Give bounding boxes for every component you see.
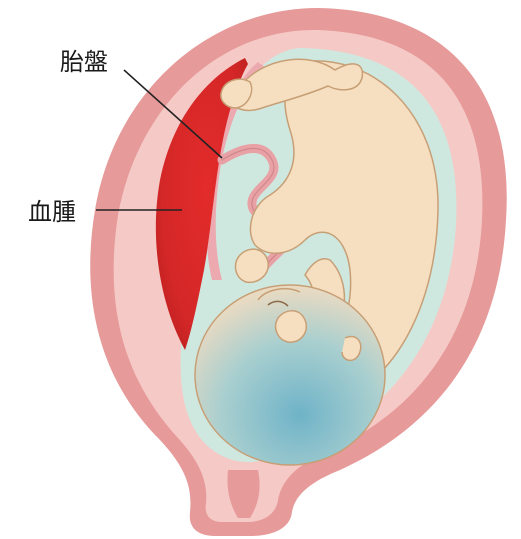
fetus-ear bbox=[342, 336, 361, 360]
fetus-knee bbox=[235, 249, 268, 282]
placenta-label: 胎盤 bbox=[60, 48, 108, 76]
hematoma-label: 血腫 bbox=[28, 198, 76, 226]
fetus-fist bbox=[276, 311, 307, 342]
